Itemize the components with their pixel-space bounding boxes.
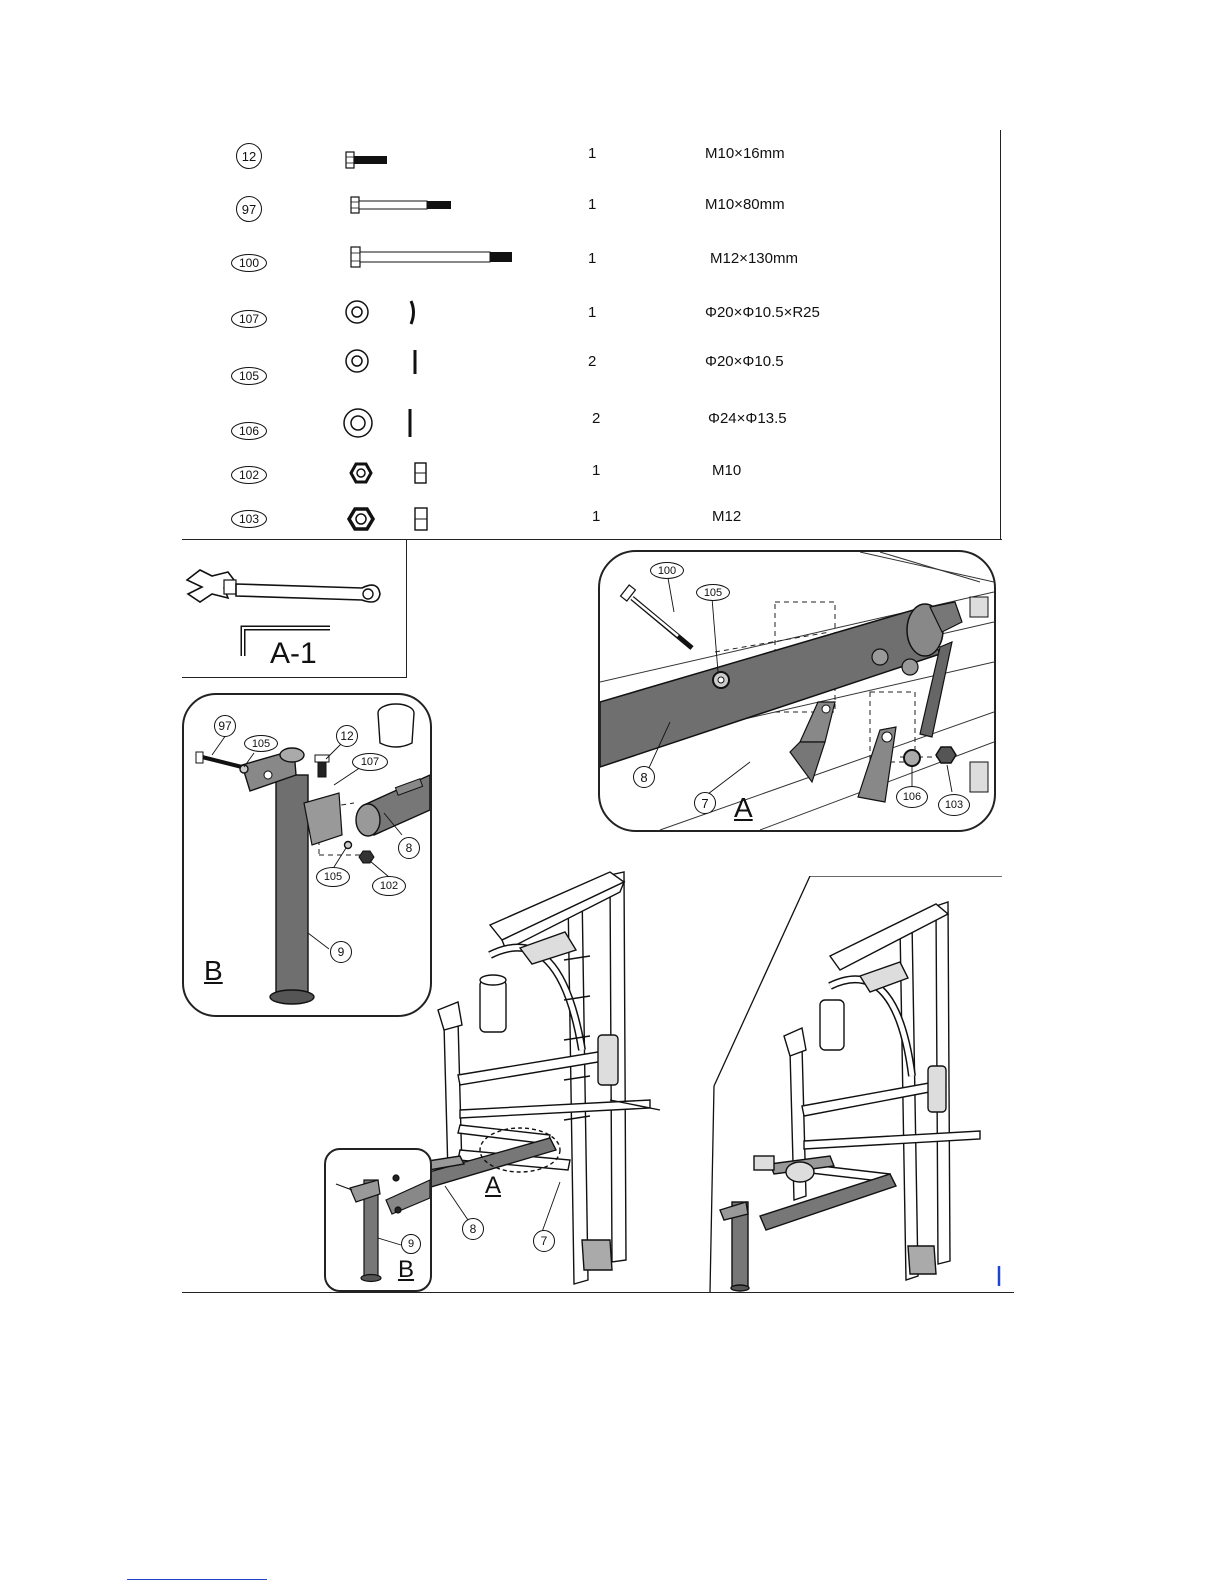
part-spec: M10×80mm <box>705 196 785 213</box>
callout-105: 105 <box>696 584 730 601</box>
tools-label: A-1 <box>270 637 317 671</box>
curved-washer-icon <box>343 298 423 328</box>
overview-callout-8: 8 <box>462 1218 484 1240</box>
part-spec: M12×130mm <box>710 250 798 267</box>
part-qty: 1 <box>592 462 600 479</box>
overview-callout-9: 9 <box>401 1234 421 1254</box>
callout-103: 103 <box>938 794 970 816</box>
part-qty: 1 <box>588 250 596 267</box>
part-number-badge: 103 <box>231 510 267 528</box>
detail-b-label: B <box>204 955 223 987</box>
part-spec: M10×16mm <box>705 145 785 162</box>
callout-8: 8 <box>633 766 655 788</box>
part-spec: Φ20×Φ10.5 <box>705 353 784 370</box>
callout-106: 106 <box>896 786 928 808</box>
table-right-border <box>1000 130 1001 540</box>
overview-label-a: A <box>485 1172 501 1200</box>
footer-link-underline[interactable] <box>127 1579 267 1580</box>
overview-inset-b: 9 B <box>324 1148 432 1292</box>
overview-inset-drawing <box>326 1150 430 1290</box>
callout-7: 7 <box>694 792 716 814</box>
part-number-badge: 97 <box>236 196 262 222</box>
large-flat-washer-icon <box>341 406 421 440</box>
part-qty: 2 <box>588 353 596 370</box>
part-qty: 1 <box>592 508 600 525</box>
part-number-badge: 107 <box>231 310 267 328</box>
overview-callout-7: 7 <box>533 1230 555 1252</box>
part-number-badge: 12 <box>236 143 262 169</box>
part-qty: 1 <box>588 145 596 162</box>
part-number-badge: 100 <box>231 254 267 272</box>
large-hex-nut-icon <box>343 504 433 534</box>
part-spec: M10 <box>712 462 741 479</box>
detail-a-label: A <box>734 792 753 824</box>
wrench-icon <box>182 562 392 612</box>
part-qty: 2 <box>592 410 600 427</box>
completed-machine-panel <box>700 876 1002 1292</box>
detail-a-drawing <box>600 552 994 830</box>
callout-12: 12 <box>336 725 358 747</box>
part-qty: 1 <box>588 196 596 213</box>
part-number-badge: 102 <box>231 466 267 484</box>
part-spec: M12 <box>712 508 741 525</box>
callout-100: 100 <box>650 562 684 579</box>
long-bolt-icon <box>350 246 520 268</box>
completed-machine-drawing <box>700 876 1002 1292</box>
tools-box: A-1 <box>182 540 407 678</box>
callout-105: 105 <box>244 735 278 752</box>
part-number-badge: 106 <box>231 422 267 440</box>
callout-97: 97 <box>214 715 236 737</box>
callout-107: 107 <box>352 753 388 771</box>
callout-8: 8 <box>398 837 420 859</box>
part-number-badge: 105 <box>231 367 267 385</box>
overview-label-b: B <box>398 1256 414 1284</box>
medium-bolt-icon <box>350 195 460 215</box>
short-bolt-icon <box>345 150 395 170</box>
detail-a-panel: 100 105 8 7 106 103 A <box>598 550 996 832</box>
part-qty: 1 <box>588 304 596 321</box>
flat-washer-icon <box>343 347 423 377</box>
section-bottom-border <box>182 1292 1014 1293</box>
hex-nut-icon <box>345 460 435 486</box>
part-spec: Φ24×Φ13.5 <box>708 410 787 427</box>
part-spec: Φ20×Φ10.5×R25 <box>705 304 820 321</box>
